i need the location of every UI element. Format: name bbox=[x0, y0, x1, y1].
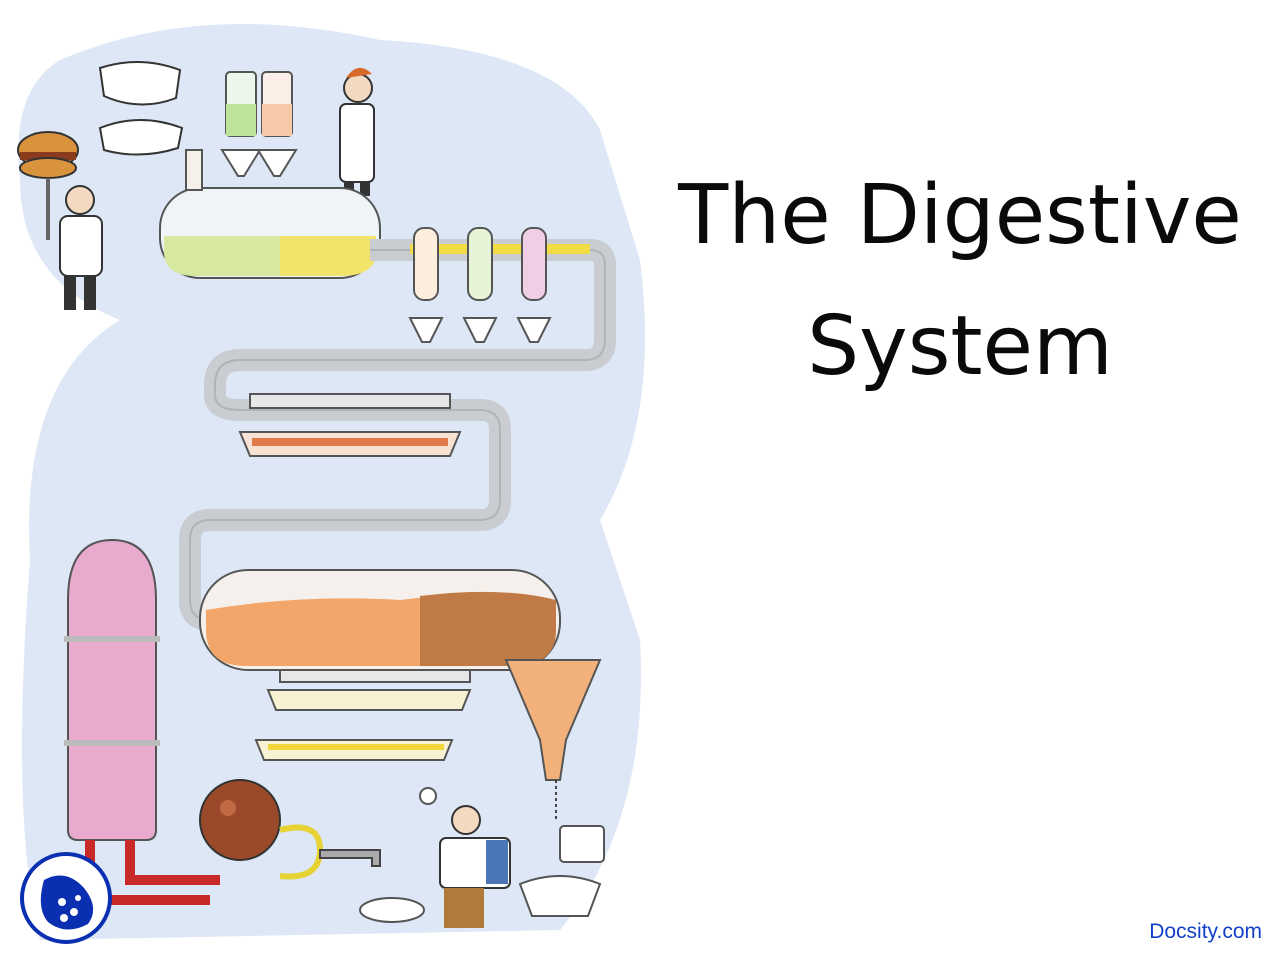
reading-man-icon bbox=[439, 805, 511, 928]
burger-icon bbox=[17, 131, 79, 240]
docsity-logo-icon bbox=[20, 852, 112, 944]
flasks-icon bbox=[220, 71, 298, 177]
docsity-watermark[interactable]: Docsity.com bbox=[1149, 920, 1262, 943]
filter-trays-icon bbox=[238, 393, 472, 761]
slide-title: The Digestive System bbox=[650, 150, 1270, 412]
test-tubes-icon bbox=[408, 227, 552, 343]
clock-icon bbox=[419, 787, 437, 805]
slide-title-line-1: The Digestive bbox=[678, 168, 1242, 263]
digestive-machine-illustration bbox=[17, 24, 646, 940]
mouth-tank-icon bbox=[159, 149, 381, 279]
bowl-icon bbox=[359, 897, 425, 923]
toilet-icon bbox=[518, 825, 605, 917]
teeth-icon bbox=[98, 61, 184, 156]
chef-icon bbox=[59, 185, 103, 310]
slide-title-line-2: System bbox=[807, 299, 1113, 395]
faucet-icon bbox=[319, 849, 381, 867]
pink-tank-icon bbox=[64, 538, 220, 905]
intestine-cylinder-icon bbox=[199, 569, 602, 820]
scientist-icon bbox=[339, 67, 375, 196]
